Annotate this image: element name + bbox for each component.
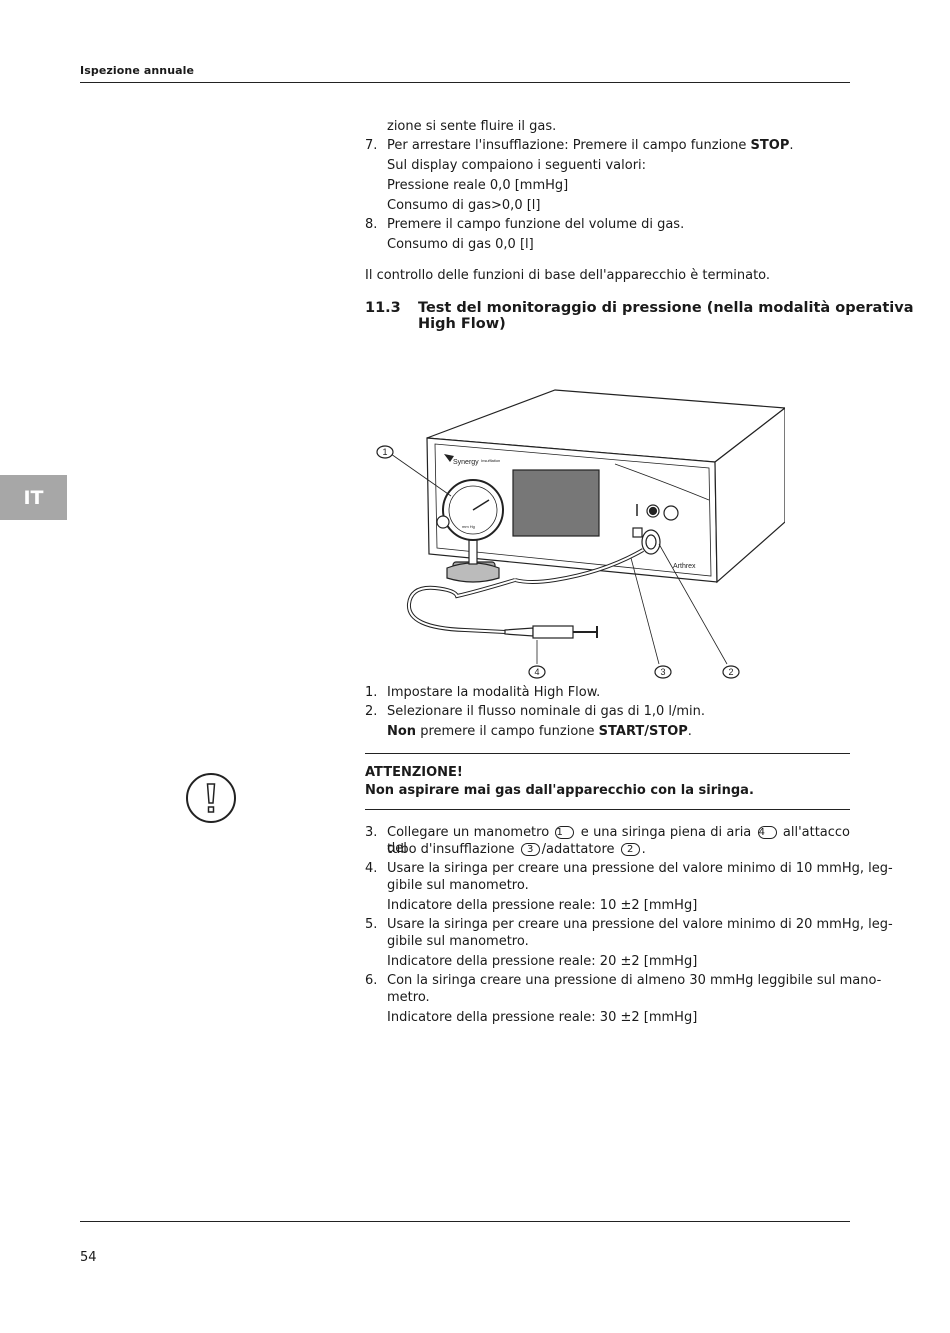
device-illustration: Synergy Insufflation Arthrex mm Hg 1 2 3… bbox=[376, 389, 785, 679]
warning-icon bbox=[186, 773, 236, 823]
header-rule bbox=[80, 82, 850, 83]
section-title-line-2: High Flow) bbox=[418, 316, 506, 332]
gas-port-label-icon bbox=[632, 527, 643, 538]
step-4-line-2: gibile sul manometro. bbox=[387, 878, 529, 893]
callout-ref-1: 1 bbox=[555, 826, 575, 839]
step-6-line-3: Indicatore della pressione reale: 30 ±2 … bbox=[387, 1010, 698, 1025]
running-header: Ispezione annuale bbox=[80, 64, 195, 77]
start-stop-keyword: START/STOP bbox=[598, 724, 688, 739]
button-center-icon bbox=[648, 506, 658, 516]
button-ring-icon bbox=[646, 504, 660, 518]
warning-rule-bottom bbox=[365, 809, 850, 810]
callout-3-label: 3 bbox=[660, 667, 665, 677]
step-7-number: 7. bbox=[365, 138, 378, 153]
warning-title: ATTENZIONE! bbox=[365, 765, 463, 780]
brand-text: Synergy bbox=[453, 459, 479, 466]
step-4-line-1: Usare la siringa per creare una pression… bbox=[387, 861, 893, 876]
adapter-icon bbox=[641, 529, 661, 555]
step-3-line-2: tubo d'insufflazione 3/adattatore 2. bbox=[387, 842, 646, 858]
gauge-foot bbox=[446, 562, 500, 583]
step-5-line-3: Indicatore della pressione reale: 20 ±2 … bbox=[387, 954, 698, 969]
syringe-tube-inner bbox=[407, 579, 516, 633]
step-8-line-1: Premere il campo funzione del volume di … bbox=[387, 217, 685, 232]
step-5-line-2: gibile sul manometro. bbox=[387, 934, 529, 949]
stop-keyword: STOP bbox=[750, 138, 790, 153]
step-6-number: 6. bbox=[365, 973, 378, 988]
step-7-text-a: Per arrestare l'insufflazione: Premere i… bbox=[387, 138, 751, 153]
step-3-text-c: all'attacco del bbox=[387, 825, 851, 856]
step-3-text-b: e una siringa piena di aria bbox=[580, 825, 752, 840]
continued-text: zione si sente fluire il gas. bbox=[387, 119, 557, 134]
language-tab: IT bbox=[0, 475, 67, 520]
device-front-panel bbox=[434, 443, 712, 577]
step-7-line-2: Sul display compaiono i seguenti valori: bbox=[387, 158, 647, 173]
page-number: 54 bbox=[80, 1250, 97, 1265]
callout-4-label: 4 bbox=[534, 667, 539, 677]
step-3-text-f: . bbox=[641, 842, 646, 857]
step-7-line-4: Consumo di gas>0,0 [l] bbox=[387, 198, 541, 213]
gauge-needle bbox=[472, 499, 490, 511]
step-6-line-2: metro. bbox=[387, 990, 430, 1005]
step-6-line-1: Con la siringa creare una pressione di a… bbox=[387, 973, 882, 988]
callout-1-label: 1 bbox=[382, 447, 387, 457]
step-2-note-end: . bbox=[687, 724, 692, 739]
step-7-line-3: Pressione reale 0,0 [mmHg] bbox=[387, 178, 569, 193]
closing-sentence: Il controllo delle funzioni di base dell… bbox=[365, 268, 771, 283]
callout-line-2 bbox=[658, 543, 728, 665]
callout-ref-2: 2 bbox=[620, 843, 640, 856]
step-4-line-3: Indicatore della pressione reale: 10 ±2 … bbox=[387, 898, 698, 913]
adapter-inner-icon bbox=[645, 534, 657, 550]
warning-text: Non aspirare mai gas dall'apparecchio co… bbox=[365, 783, 754, 798]
callout-2 bbox=[722, 665, 740, 679]
brand-logo-icon bbox=[444, 454, 454, 462]
gauge-knob-icon bbox=[436, 515, 450, 529]
insufflation-tube-inner bbox=[514, 549, 644, 583]
step-8-line-2: Consumo di gas 0,0 [l] bbox=[387, 237, 534, 252]
device-side-face bbox=[714, 407, 785, 584]
step-7-text-b: . bbox=[789, 138, 794, 153]
callout-line-3 bbox=[630, 557, 660, 665]
panel-curve bbox=[614, 463, 710, 501]
gauge-dial bbox=[448, 485, 498, 535]
footer-rule bbox=[80, 1221, 850, 1222]
step-3-text-e: /adattatore bbox=[541, 842, 615, 857]
step-5-line-1: Usare la siringa per creare una pression… bbox=[387, 917, 893, 932]
step-8-number: 8. bbox=[365, 217, 378, 232]
step-3-line-1: Collegare un manometro 1 e una siringa p… bbox=[387, 825, 850, 857]
step-2-text: Selezionare il flusso nominale di gas di… bbox=[387, 704, 706, 719]
callout-3 bbox=[654, 665, 672, 679]
non-keyword: Non bbox=[387, 724, 417, 739]
callout-2-label: 2 bbox=[728, 667, 733, 677]
syringe-tip bbox=[504, 627, 534, 637]
maker-text: Arthrex bbox=[673, 563, 696, 570]
step-2-note: Non premere il campo funzione START/STOP… bbox=[387, 724, 692, 740]
step-3-number: 3. bbox=[365, 825, 378, 840]
syringe-barrel bbox=[532, 625, 574, 639]
section-number: 11.3 bbox=[365, 300, 401, 316]
callout-line-1 bbox=[390, 453, 452, 497]
callout-4 bbox=[528, 665, 546, 679]
callout-ref-4: 4 bbox=[757, 826, 777, 839]
callout-1 bbox=[376, 445, 394, 459]
device-display bbox=[512, 469, 600, 537]
step-3-text-a: Collegare un manometro bbox=[387, 825, 550, 840]
callout-ref-3: 3 bbox=[520, 843, 540, 856]
step-1-number: 1. bbox=[365, 685, 378, 700]
step-5-number: 5. bbox=[365, 917, 378, 932]
step-7-text: Per arrestare l'insufflazione: Premere i… bbox=[387, 138, 794, 154]
section-title-line-1: Test del monitoraggio di pressione (nell… bbox=[418, 300, 914, 316]
warning-rule-top bbox=[365, 753, 850, 754]
step-3-text-d: tubo d'insufflazione bbox=[387, 842, 515, 857]
gauge-unit-text: mm Hg bbox=[462, 524, 475, 529]
step-2-note-text: premere il campo funzione bbox=[416, 724, 599, 739]
connector-icon bbox=[663, 505, 679, 521]
step-2-number: 2. bbox=[365, 704, 378, 719]
step-4-number: 4. bbox=[365, 861, 378, 876]
brand-sub-text: Insufflation bbox=[481, 458, 500, 463]
step-1-text: Impostare la modalità High Flow. bbox=[387, 685, 601, 700]
